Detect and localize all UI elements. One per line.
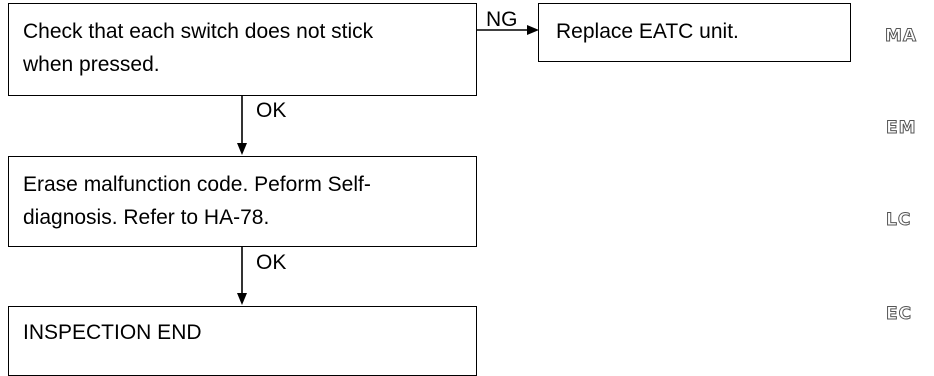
ok-arrow-1-head (237, 143, 247, 155)
inspection-end-box: INSPECTION END (8, 306, 477, 376)
ng-label: NG (486, 8, 518, 31)
section-tab-em[interactable]: EM (886, 118, 917, 139)
erase-code-text: Erase malfunction code. Peform Self- dia… (23, 173, 371, 229)
inspection-end-text: INSPECTION END (23, 321, 202, 344)
erase-code-box: Erase malfunction code. Peform Self- dia… (8, 156, 477, 247)
check-switch-box: Check that each switch does not stick wh… (8, 3, 477, 96)
section-tab-lc[interactable]: LC (885, 210, 912, 231)
ok-label-1: OK (256, 99, 287, 122)
check-switch-text: Check that each switch does not stick wh… (23, 20, 374, 76)
section-tab-ec[interactable]: EC (885, 304, 913, 325)
replace-unit-text: Replace EATC unit. (556, 20, 739, 43)
replace-unit-box: Replace EATC unit. (538, 3, 851, 62)
ng-arrow-head (527, 25, 539, 35)
ok-arrow-2-head (237, 293, 247, 305)
flow-connectors (237, 25, 539, 305)
ok-label-2: OK (256, 251, 287, 274)
section-tab-ma[interactable]: MA (884, 26, 918, 47)
